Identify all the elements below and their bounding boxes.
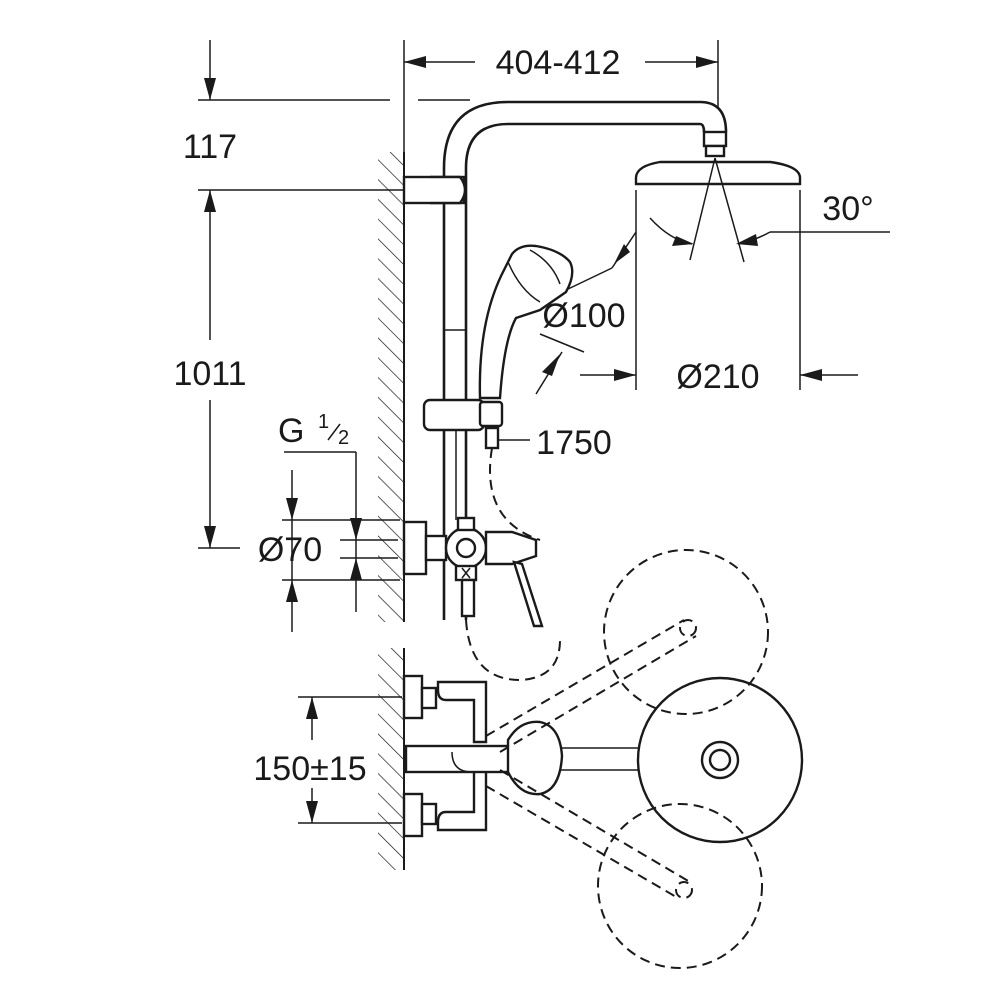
mixer-top-view <box>402 674 804 844</box>
dimension-hand-diameter: Ø100 <box>535 231 637 395</box>
label-thread-den: 2 <box>338 427 349 449</box>
label-height: 1011 <box>173 355 246 393</box>
dimension-height: 1011 <box>173 189 440 549</box>
label-connection-spacing: 150±15 <box>253 750 366 788</box>
label-top-offset: 117 <box>183 128 237 166</box>
dimension-thread: G 1 2 <box>278 411 362 612</box>
wall-upper <box>378 152 405 622</box>
mixer-side-view <box>402 516 544 628</box>
wall-lower <box>378 648 405 870</box>
label-hose-length: 1750 <box>536 424 612 462</box>
dimension-flange: Ø70 <box>258 470 400 632</box>
dimension-top-offset: 117 <box>183 40 470 166</box>
hand-shower <box>465 244 574 682</box>
label-hand-diameter: Ø100 <box>542 297 625 335</box>
dimension-hose: 1750 <box>498 424 612 462</box>
dimension-head-diameter: Ø210 <box>580 190 858 396</box>
dimension-connection-spacing: 150±15 <box>253 696 402 824</box>
label-thread-num: 1 <box>318 411 329 433</box>
label-head-diameter: Ø210 <box>676 358 759 396</box>
label-arm-reach: 404-412 <box>496 44 621 82</box>
label-thread-main: G <box>278 412 304 450</box>
swing-positions <box>485 549 769 969</box>
label-tilt-angle: 30° <box>822 190 873 228</box>
dimension-arm-reach: 404-412 <box>403 40 719 152</box>
head-shower: 30° <box>634 130 890 263</box>
label-flange-diameter: Ø70 <box>258 531 322 569</box>
